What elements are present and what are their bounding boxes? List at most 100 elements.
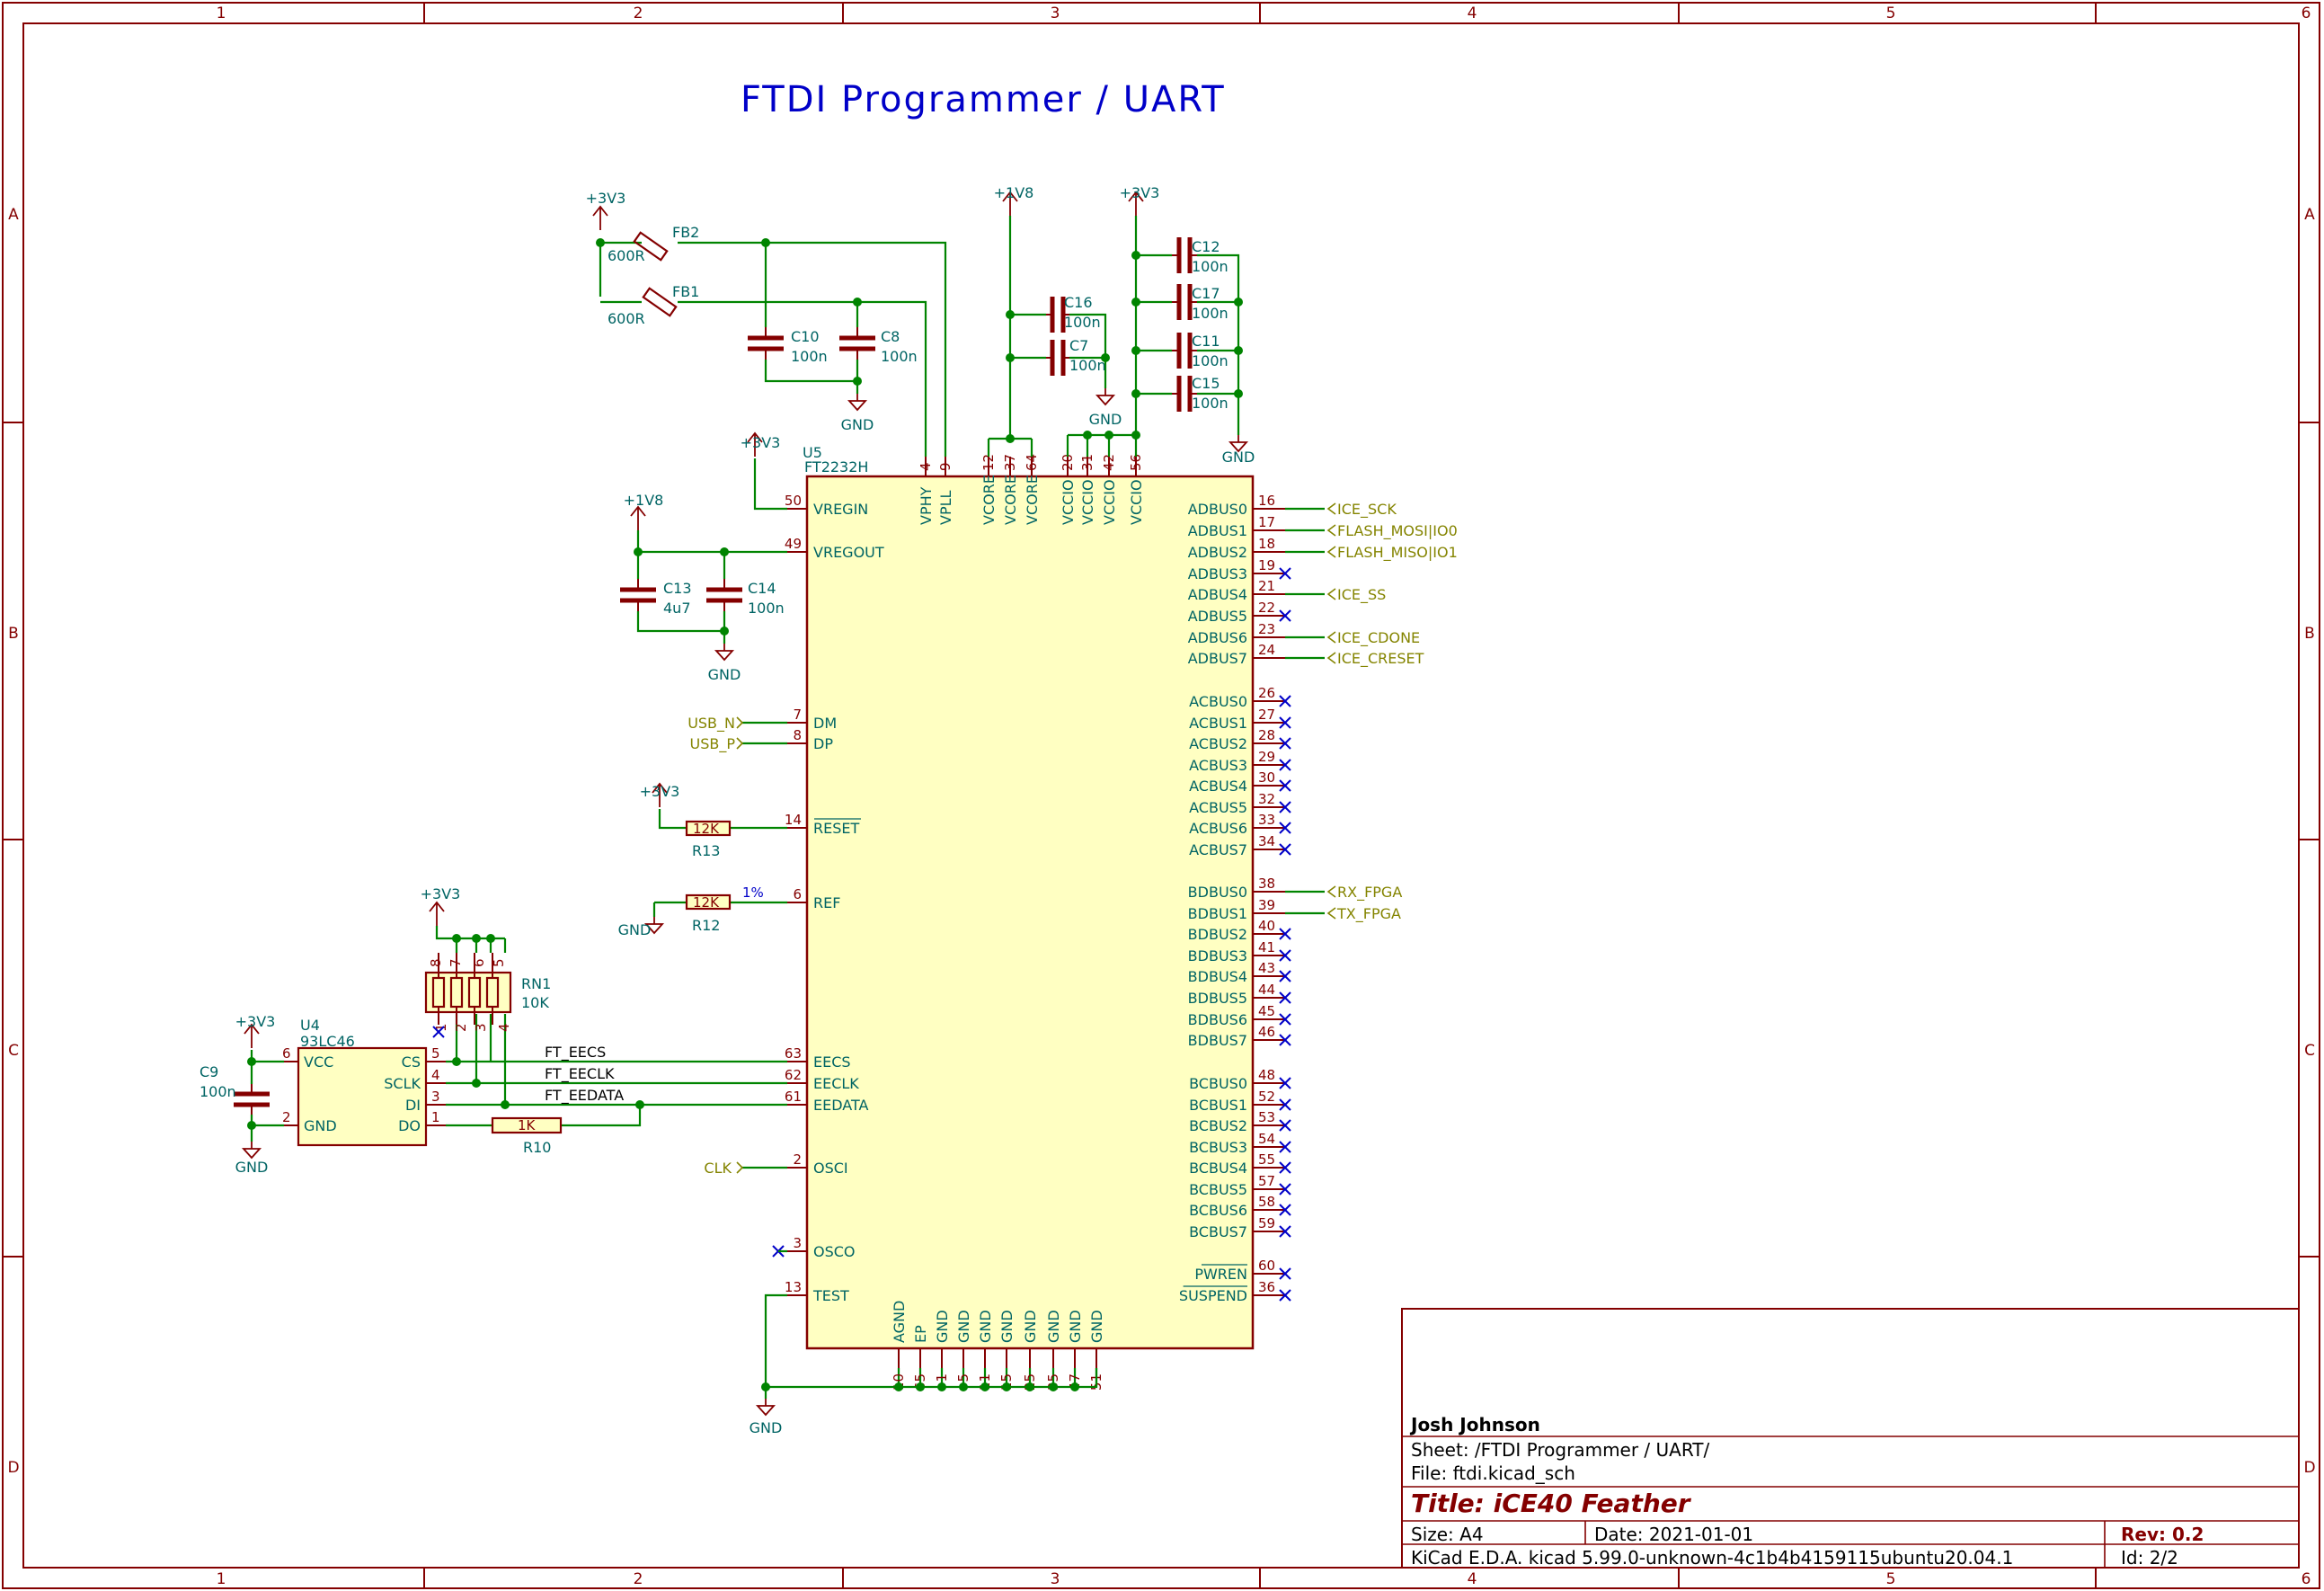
ferrite-fb1[interactable]: FB1 600R (608, 283, 699, 327)
resistor-r12[interactable]: 12K R12 1% (685, 884, 764, 934)
c11-value: 100n (1192, 352, 1229, 369)
resistor-network-rn1[interactable]: 8 7 6 5 1 2 3 4 RN1 10K (424, 953, 551, 1032)
fb1-ref: FB1 (672, 283, 699, 300)
rn1-value: 10K (521, 994, 549, 1011)
junctions (247, 238, 1243, 1391)
resistor-r13[interactable]: 12K R13 (685, 820, 732, 859)
frame-col-top-5: 5 (1886, 4, 1896, 22)
r13-ref: R13 (692, 842, 720, 859)
svg-text:VCCIO: VCCIO (1060, 479, 1077, 525)
svg-text:4: 4 (918, 462, 934, 471)
svg-text:BDBUS4: BDBUS4 (1188, 968, 1247, 985)
svg-text:BDBUS7: BDBUS7 (1188, 1032, 1247, 1049)
eeprom-u4[interactable]: U4 93LC46 6 VCC 2 GND 5 CS 4 SCLK 3 DI 1… (282, 1017, 446, 1147)
resistor-r10[interactable]: 1K R10 (491, 1116, 563, 1156)
svg-text:32: 32 (1258, 791, 1275, 807)
u4-pin-5: 5 (431, 1045, 440, 1062)
power-3v3-reset: +3V3 (640, 782, 679, 807)
u4-do: DO (398, 1117, 421, 1134)
svg-text:38: 38 (1258, 875, 1275, 892)
svg-text:14: 14 (785, 812, 802, 828)
ferrite-fb2[interactable]: FB2 600R (608, 224, 699, 264)
global-label-clk: CLK (704, 1160, 744, 1177)
u5-body[interactable] (805, 475, 1255, 1350)
svg-text:BCBUS4: BCBUS4 (1189, 1160, 1247, 1177)
